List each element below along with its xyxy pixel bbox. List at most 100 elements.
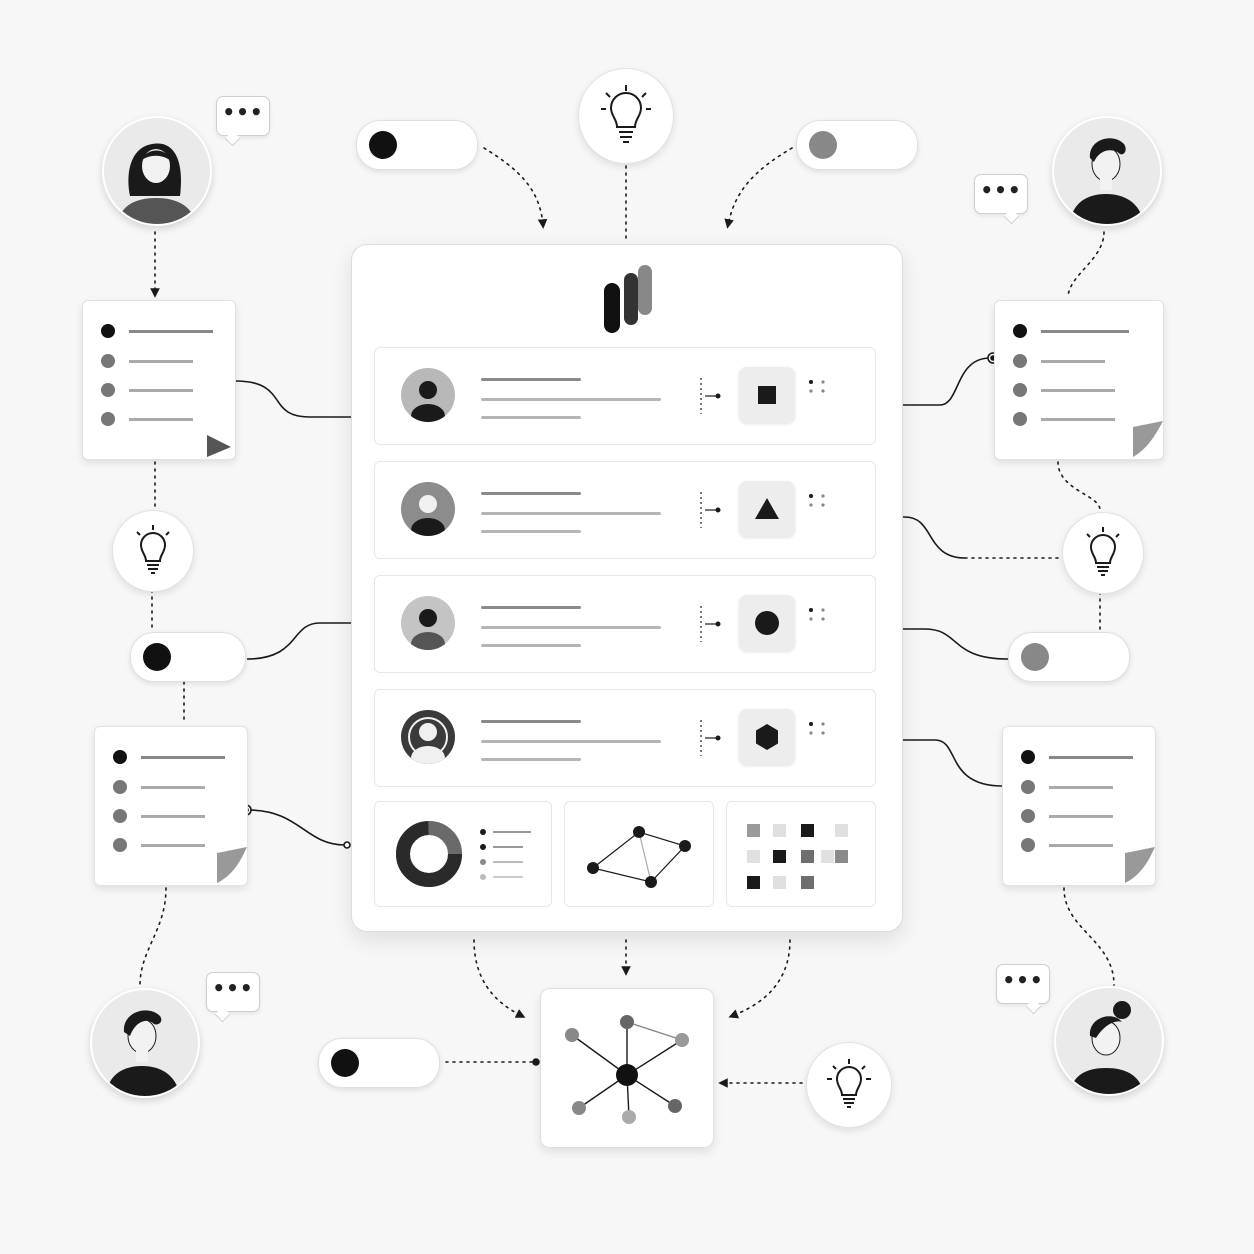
toggle-switch[interactable] bbox=[1008, 632, 1130, 682]
connector-card-ml-avatar bbox=[139, 887, 167, 986]
woman-icon bbox=[118, 143, 196, 224]
dots-icon bbox=[809, 722, 825, 735]
list-row[interactable] bbox=[374, 347, 876, 445]
toggle-knob bbox=[369, 131, 397, 159]
woman-icon bbox=[1070, 1001, 1144, 1094]
connector-panel-hub-left bbox=[473, 939, 526, 1018]
toggle-switch[interactable] bbox=[356, 120, 478, 170]
text-line bbox=[481, 626, 661, 629]
shape-box[interactable] bbox=[739, 481, 795, 537]
dots-icon bbox=[809, 608, 825, 621]
graph-tile[interactable] bbox=[564, 801, 714, 907]
list-row[interactable] bbox=[374, 689, 876, 787]
toggle-switch[interactable] bbox=[318, 1038, 440, 1088]
document-card[interactable] bbox=[994, 300, 1164, 460]
document-icon bbox=[101, 324, 231, 457]
man-icon bbox=[106, 1010, 180, 1096]
avatar bbox=[401, 596, 455, 650]
connector-row1-card-tr bbox=[880, 357, 991, 406]
speech-bubble: ••• bbox=[996, 964, 1050, 1004]
connector-row3-toggle-right bbox=[880, 628, 1009, 660]
lightbulb-node bbox=[578, 68, 674, 164]
connector-card-ml-tile bbox=[247, 809, 346, 846]
toggle-knob bbox=[331, 1049, 359, 1077]
text-line bbox=[481, 416, 581, 419]
toggle-knob bbox=[143, 643, 171, 671]
connector-card-tr-bulb bbox=[1057, 461, 1101, 511]
document-card[interactable] bbox=[82, 300, 236, 460]
connector-card-mr-avatar bbox=[1063, 887, 1115, 986]
speech-bubble: ••• bbox=[206, 972, 260, 1012]
text-line bbox=[481, 720, 581, 723]
connector-row2-bulb bbox=[880, 516, 966, 559]
connector-panel-hub-right bbox=[728, 939, 791, 1019]
square-icon bbox=[758, 386, 776, 404]
toggle-switch[interactable] bbox=[130, 632, 246, 682]
man-icon bbox=[1070, 138, 1144, 224]
connector-toggle-top-right bbox=[724, 147, 793, 229]
connector-toggle-top-left bbox=[483, 147, 548, 229]
shape-box[interactable] bbox=[739, 595, 795, 651]
avatar bbox=[401, 710, 455, 764]
logo-icon bbox=[604, 265, 652, 333]
lightbulb-icon bbox=[827, 1059, 871, 1108]
text-line bbox=[481, 398, 661, 401]
arrow-icon bbox=[700, 606, 721, 642]
document-card[interactable] bbox=[94, 726, 248, 886]
donut-tile[interactable] bbox=[374, 801, 552, 907]
shape-box[interactable] bbox=[739, 367, 795, 423]
lightbulb-icon bbox=[136, 525, 170, 574]
lightbulb-node bbox=[806, 1042, 892, 1128]
network-hub[interactable] bbox=[540, 988, 714, 1148]
network-icon bbox=[565, 1015, 689, 1124]
person-icon bbox=[411, 495, 445, 536]
shape-box[interactable] bbox=[739, 709, 795, 765]
document-icon bbox=[1021, 750, 1155, 883]
grid-tile[interactable] bbox=[726, 801, 876, 907]
graph-icon bbox=[587, 826, 691, 888]
lightbulb-icon bbox=[601, 85, 651, 143]
triangle-icon bbox=[755, 498, 779, 519]
main-panel bbox=[351, 244, 903, 932]
text-line bbox=[481, 606, 581, 609]
dots-icon bbox=[809, 494, 825, 507]
text-line bbox=[481, 378, 581, 381]
text-line bbox=[481, 758, 581, 761]
document-card[interactable] bbox=[1002, 726, 1156, 886]
arrow-icon bbox=[700, 378, 721, 414]
avatar bbox=[1054, 986, 1164, 1096]
text-line bbox=[481, 512, 661, 515]
speech-bubble: ••• bbox=[216, 96, 270, 136]
hexagon-icon bbox=[756, 724, 778, 750]
lightbulb-node bbox=[1062, 512, 1144, 594]
connector-toggle-left-row3 bbox=[246, 622, 362, 660]
lightbulb-node bbox=[112, 510, 194, 592]
toggle-switch[interactable] bbox=[796, 120, 918, 170]
person-icon bbox=[408, 717, 448, 764]
donut-chart-icon bbox=[396, 821, 531, 887]
avatar bbox=[401, 368, 455, 422]
list-row[interactable] bbox=[374, 461, 876, 559]
avatar bbox=[401, 482, 455, 536]
list-row[interactable] bbox=[374, 575, 876, 673]
document-icon bbox=[113, 750, 247, 883]
arrow-icon bbox=[700, 492, 721, 528]
person-icon bbox=[411, 381, 445, 422]
connector-card-tl-row1 bbox=[234, 380, 362, 418]
grid-icon bbox=[747, 824, 848, 889]
avatar bbox=[1052, 116, 1162, 226]
document-icon bbox=[1013, 324, 1163, 457]
text-line bbox=[481, 740, 661, 743]
connector-avatar-tr bbox=[1067, 231, 1105, 299]
toggle-knob bbox=[1021, 643, 1049, 671]
toggle-knob bbox=[809, 131, 837, 159]
lightbulb-icon bbox=[1086, 527, 1120, 576]
arrow-icon bbox=[700, 720, 721, 756]
person-icon bbox=[411, 609, 445, 650]
dots-icon bbox=[809, 380, 825, 393]
text-line bbox=[481, 530, 581, 533]
circle-icon bbox=[755, 611, 779, 635]
text-line bbox=[481, 492, 581, 495]
avatar bbox=[90, 988, 200, 1098]
